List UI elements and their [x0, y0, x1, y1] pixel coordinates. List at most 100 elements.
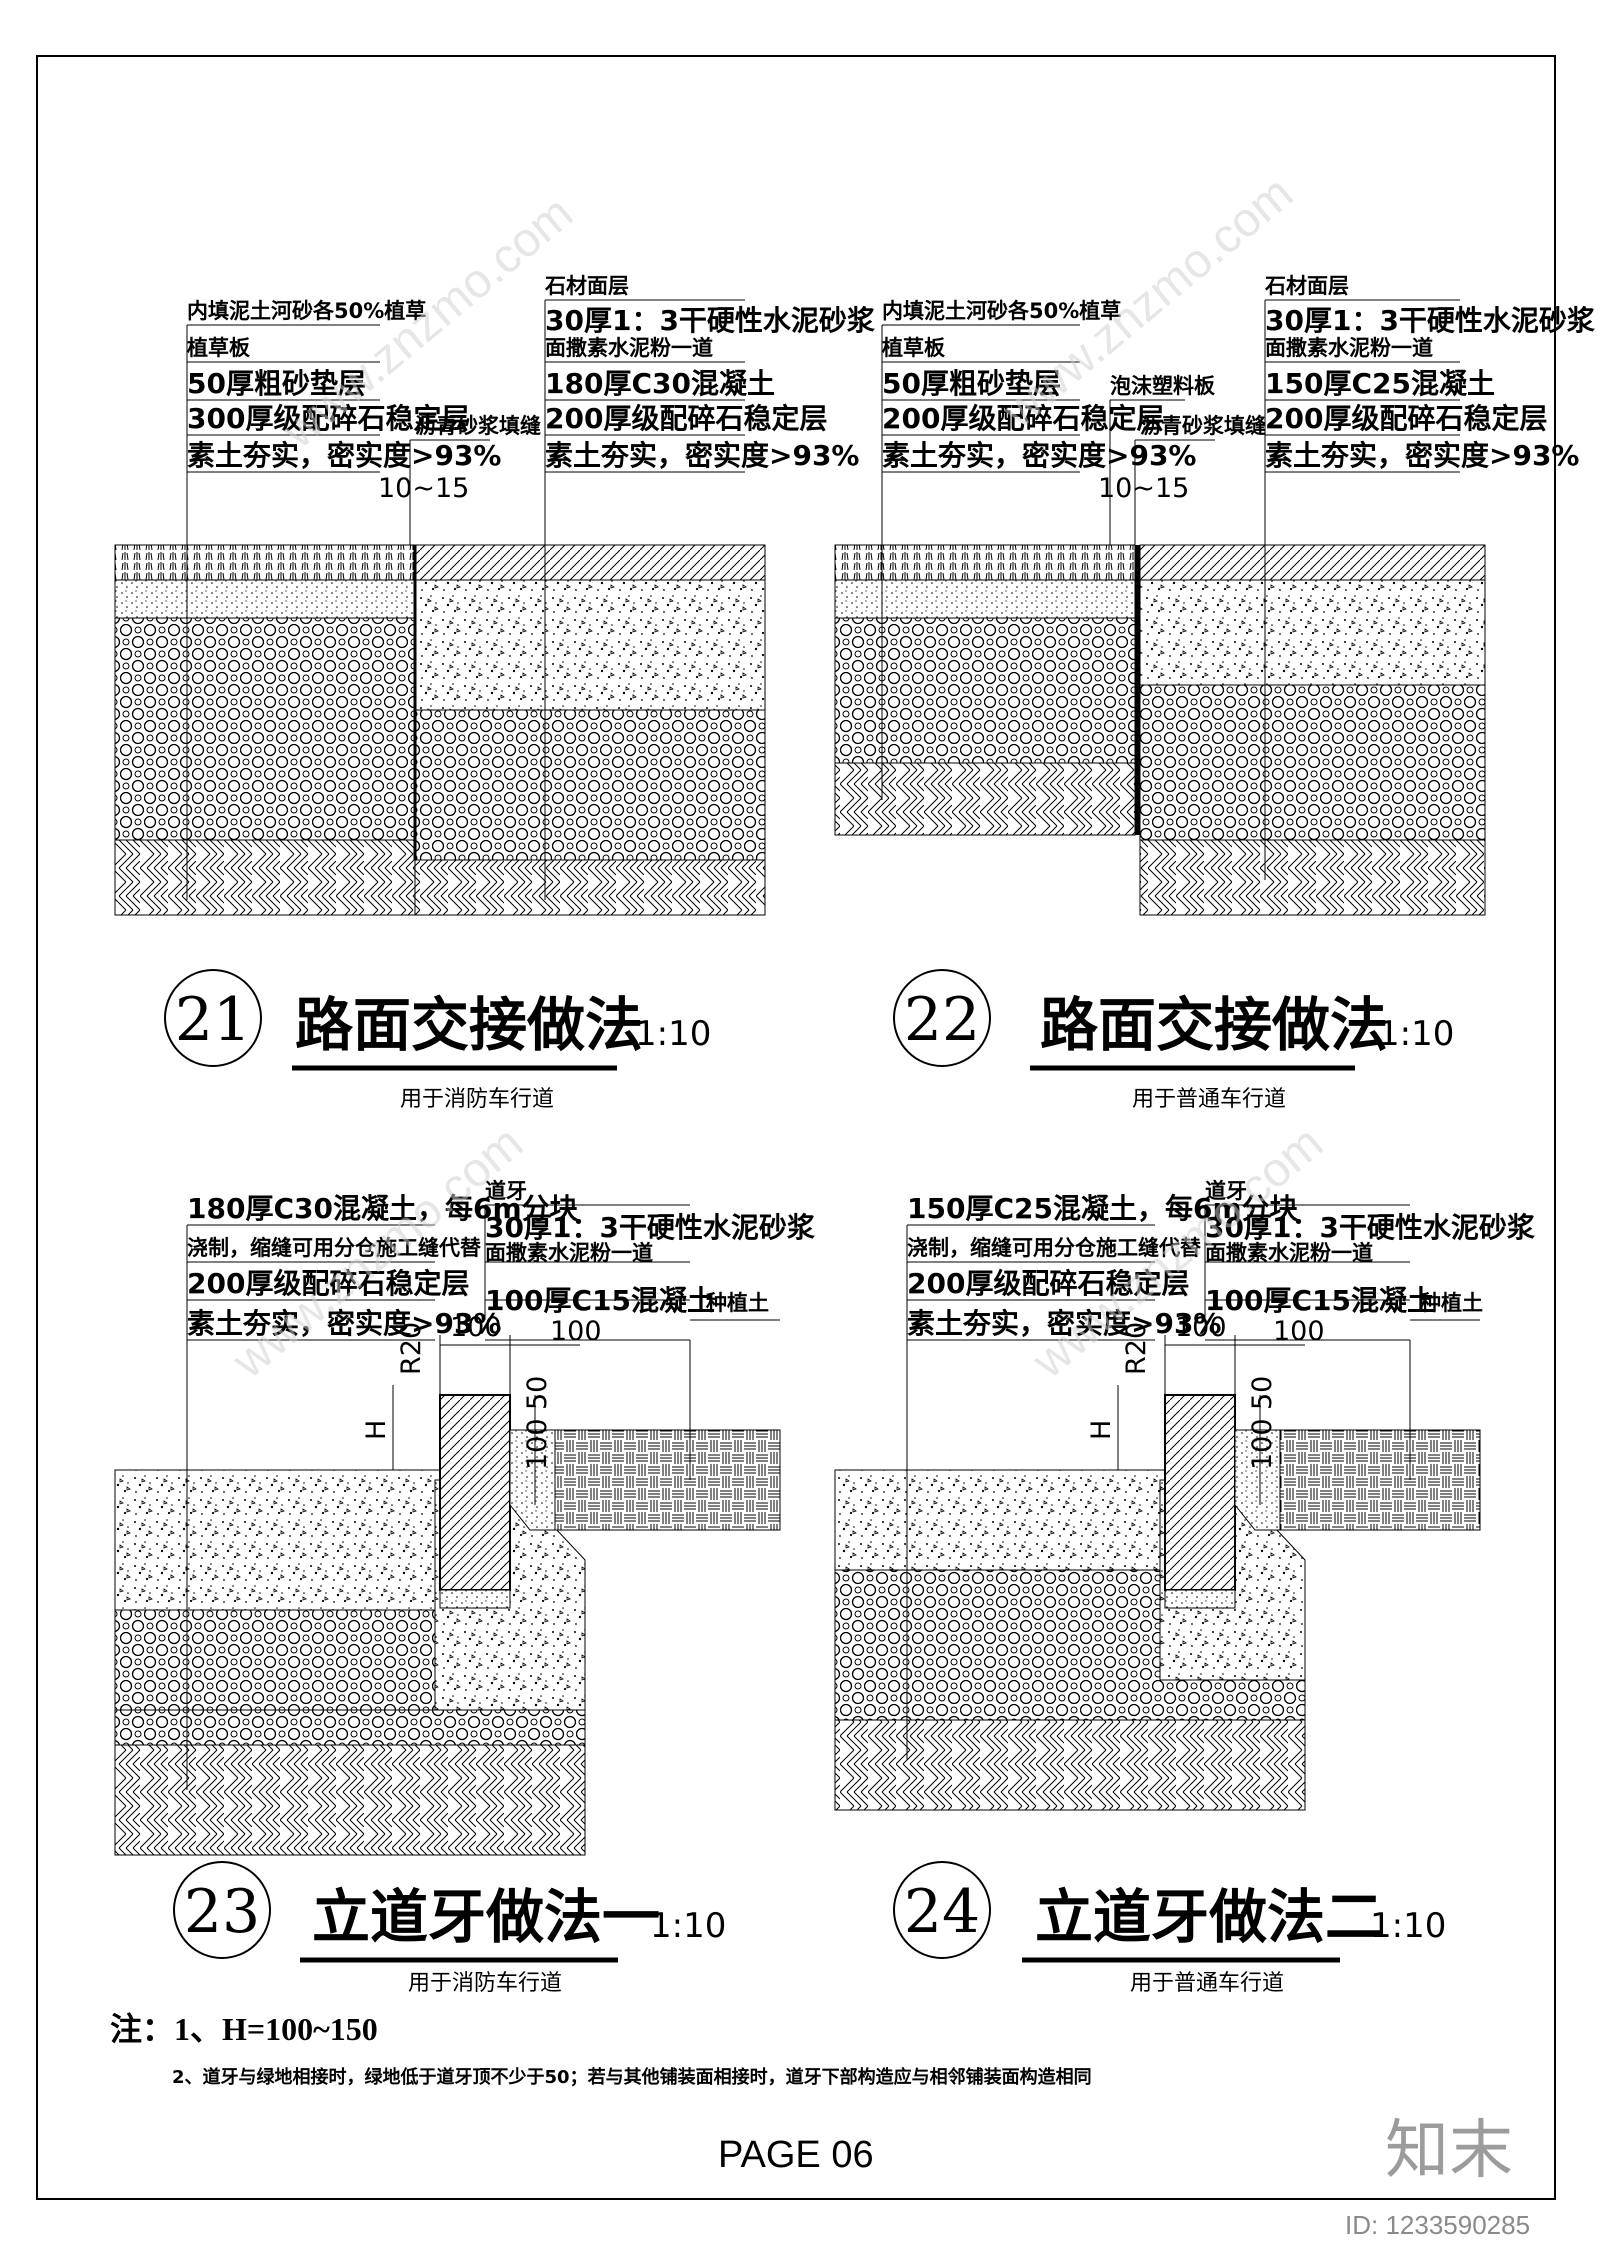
planting-soil	[1279, 1429, 1481, 1531]
layer-label: 50厚粗砂垫层	[882, 367, 1061, 400]
stone-surface-layer	[1139, 544, 1486, 581]
detail-title: 立道牙做法一	[312, 1883, 660, 1951]
gap-dimension: 10~15	[1098, 473, 1189, 504]
layer-label: 180厚C30混凝土	[545, 367, 775, 400]
gravel-layer	[1139, 684, 1486, 841]
gap-dimension: 10~15	[378, 473, 469, 504]
stone-surface-layer	[414, 544, 766, 581]
planting-soil	[554, 1429, 781, 1531]
radius-dimension: R20	[1121, 1322, 1152, 1375]
layer-label: 180厚C30混凝土，每6m分块	[187, 1192, 578, 1225]
foam-label: 泡沫塑料板	[1110, 374, 1216, 398]
grass-paver-layer	[834, 579, 1136, 619]
layer-label: 200厚级配碎石稳定层	[545, 402, 827, 435]
grass-layer	[834, 544, 1136, 581]
layer-label: 石材面层	[1264, 274, 1349, 298]
dimension-text: 50	[522, 1376, 553, 1410]
page-number: PAGE 06	[718, 2134, 874, 2176]
soil-layer	[834, 1719, 1306, 1811]
note-1: 注：1、H=100~150	[110, 2011, 378, 2047]
layer-label: 30厚1：3干硬性水泥砂浆	[1265, 304, 1596, 337]
layer-label: 100厚C15混凝土	[485, 1284, 715, 1317]
dimension-text: 50	[1247, 1376, 1278, 1410]
detail-title: 路面交接做法	[295, 991, 643, 1059]
layer-label: 200厚级配碎石稳定层	[882, 402, 1164, 435]
layer-label: 植草板	[882, 336, 946, 360]
layer-label: 素土夯实，密实度>93%	[907, 1307, 1221, 1340]
layer-label: 浇制，缩缝可用分仓施工缝代替	[187, 1236, 481, 1260]
layer-label: 30厚1：3干硬性水泥砂浆	[545, 304, 876, 337]
detail-number: 23	[184, 1877, 260, 1947]
concrete-layer	[414, 579, 766, 711]
layer-label: 素土夯实，密实度>93%	[882, 439, 1196, 472]
planting-soil	[1234, 1429, 1281, 1531]
detail-subtitle: 用于消防车行道	[400, 1087, 554, 1112]
layer-label: 面撒素水泥粉一道	[545, 336, 713, 360]
soil-layer	[114, 1744, 586, 1856]
detail-scale: 1:10	[1370, 1906, 1446, 1946]
concrete-layer	[834, 1469, 1166, 1571]
mortar-layer	[1164, 1589, 1236, 1609]
curb-stone	[1164, 1394, 1236, 1591]
detail-21-section	[114, 299, 766, 916]
detail-number: 22	[904, 985, 980, 1055]
joint-label: 沥青砂浆填缝	[1140, 414, 1266, 438]
layer-label: 素土夯实，密实度>93%	[187, 1307, 501, 1340]
detail-23-section	[114, 1204, 781, 1856]
layer-label: 素土夯实，密实度>93%	[187, 439, 501, 472]
layer-label: 植草板	[187, 336, 251, 360]
grass-paver-layer	[114, 579, 416, 619]
detail-subtitle: 用于普通车行道	[1132, 1087, 1286, 1112]
joint-label: 沥青砂浆填缝	[415, 414, 541, 438]
drawing-frame	[36, 55, 1556, 2200]
detail-scale: 1:10	[1378, 1014, 1454, 1054]
gravel-layer	[114, 617, 416, 841]
soil-layer	[834, 762, 1136, 836]
soil-layer	[1139, 839, 1486, 916]
detail-subtitle: 用于消防车行道	[408, 1971, 562, 1996]
layer-label: 150厚C25混凝土	[1265, 367, 1495, 400]
layer-label: 50厚粗砂垫层	[187, 367, 366, 400]
layer-label: 道牙	[485, 1179, 527, 1203]
layer-label: 道牙	[1205, 1179, 1247, 1203]
detail-number: 21	[175, 985, 251, 1055]
soil-label: 种植土	[1419, 1291, 1483, 1315]
detail-scale: 1:10	[650, 1906, 726, 1946]
detail-22-section	[834, 299, 1486, 916]
soil-layer	[414, 859, 766, 916]
concrete-layer	[114, 1469, 446, 1611]
mortar-layer	[439, 1589, 511, 1609]
layer-label: 200厚级配碎石稳定层	[1265, 402, 1547, 435]
radius-dimension: R20	[396, 1322, 427, 1375]
foam-board	[1135, 545, 1140, 835]
dimension-text: 100	[522, 1418, 553, 1470]
detail-title: 立道牙做法二	[1035, 1883, 1383, 1951]
layer-label: 素土夯实，密实度>93%	[1265, 439, 1579, 472]
dimension-text: 100	[1247, 1418, 1278, 1470]
layer-label: 150厚C25混凝土，每6m分块	[907, 1192, 1298, 1225]
curb-stone	[439, 1394, 511, 1591]
soil-layer	[114, 839, 416, 916]
layer-label: 面撒素水泥粉一道	[485, 1241, 653, 1265]
detail-number-circle	[893, 1861, 991, 1959]
soil-label: 种植土	[705, 1291, 769, 1315]
watermark-logo: 知末	[1385, 2114, 1513, 2188]
height-dimension: H	[1086, 1420, 1117, 1440]
watermark-id: ID: 1233590285	[1345, 2210, 1530, 2240]
layer-label: 30厚1：3干硬性水泥砂浆	[485, 1211, 816, 1244]
dimension-text: 100	[550, 1316, 602, 1347]
layer-label: 石材面层	[544, 274, 629, 298]
layer-label: 100厚C15混凝土	[1205, 1284, 1435, 1317]
layer-label: 浇制，缩缝可用分仓施工缝代替	[907, 1236, 1201, 1260]
dimension-text: 100	[1175, 1312, 1227, 1343]
layer-label: 200厚级配碎石稳定层	[907, 1267, 1189, 1300]
layer-label: 素土夯实，密实度>93%	[545, 439, 859, 472]
concrete-layer	[1139, 579, 1486, 686]
layer-label: 内填泥土河砂各50%植草	[187, 299, 426, 323]
height-dimension: H	[361, 1420, 392, 1440]
detail-scale: 1:10	[635, 1014, 711, 1054]
planting-soil	[509, 1429, 556, 1531]
detail-24-section	[834, 1204, 1481, 1811]
dimension-text: 100	[1273, 1316, 1325, 1347]
